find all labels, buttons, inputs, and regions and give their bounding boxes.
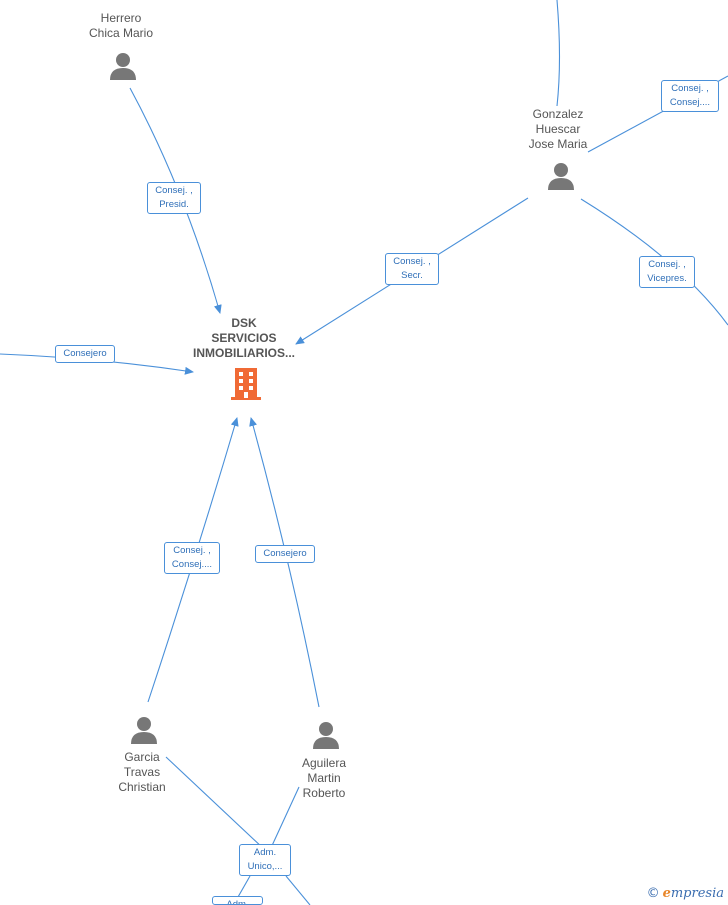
- edge-label-bottom-adm[interactable]: Adm.: [212, 896, 263, 905]
- edge-label-garcia-aguilera-adm[interactable]: Adm. Unico,...: [239, 844, 291, 876]
- person-label-garcia[interactable]: Garcia Travas Christian: [118, 750, 166, 794]
- edge-garcia-bottom: [165, 756, 266, 851]
- edge-label-gonzalez-top[interactable]: Consej. , Consej....: [661, 80, 719, 112]
- brand-initial: e: [662, 886, 671, 901]
- edge-bottom-continue: [285, 875, 311, 905]
- edge-gonzalez-top: [556, 0, 561, 107]
- edge-aguilera-bottom: [269, 786, 300, 851]
- edge-label-left-company[interactable]: Consejero: [55, 345, 115, 363]
- brand-logo: ©empresia: [647, 886, 724, 901]
- person-icon[interactable]: [546, 161, 576, 191]
- copyright-symbol: ©: [646, 886, 660, 901]
- person-icon[interactable]: [311, 720, 341, 750]
- person-label-herrero[interactable]: Herrero Chica Mario: [88, 11, 154, 40]
- edge-bottom-adm: [237, 875, 251, 898]
- edge-label-aguilera-company[interactable]: Consejero: [255, 545, 315, 563]
- person-label-aguilera[interactable]: Aguilera Martin Roberto: [301, 756, 347, 800]
- person-icon[interactable]: [108, 51, 138, 81]
- edge-label-garcia-company[interactable]: Consej. , Consej....: [164, 542, 220, 574]
- brand-name: mpresia: [670, 886, 724, 901]
- edge-label-herrero-company[interactable]: Consej. , Presid.: [147, 182, 201, 214]
- person-label-gonzalez[interactable]: Gonzalez Huescar Jose Maria: [528, 107, 588, 151]
- company-label[interactable]: DSK SERVICIOS INMOBILIARIOS...: [193, 316, 295, 360]
- edge-label-gonzalez-company[interactable]: Consej. , Secr.: [385, 253, 439, 285]
- building-icon[interactable]: [229, 366, 263, 402]
- person-icon[interactable]: [129, 715, 159, 745]
- edge-label-gonzalez-right[interactable]: Consej. , Vicepres.: [639, 256, 695, 288]
